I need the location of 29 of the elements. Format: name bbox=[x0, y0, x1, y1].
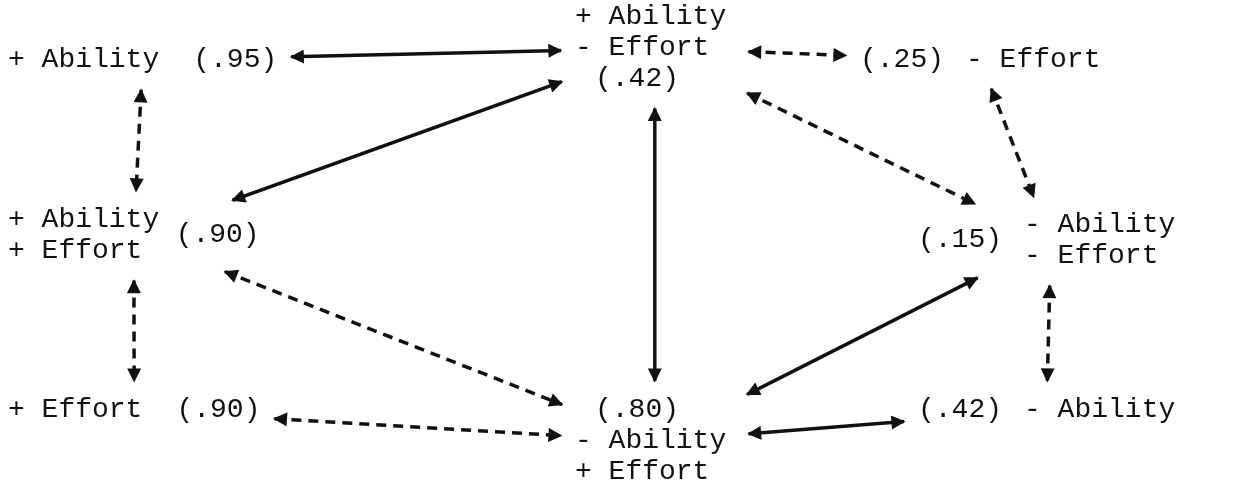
node-label: + Effort bbox=[8, 395, 143, 426]
dashed-double-arrow bbox=[989, 87, 1036, 199]
node-label: (.25) bbox=[860, 45, 944, 76]
dashed-double-arrow bbox=[747, 45, 848, 62]
double-arrow bbox=[231, 79, 564, 203]
double-arrow bbox=[745, 276, 979, 397]
node-label: (.80) bbox=[594, 395, 679, 426]
node-label: (.42) bbox=[918, 395, 1002, 426]
dashed-double-arrow bbox=[129, 88, 148, 193]
dashed-double-arrow bbox=[273, 412, 563, 442]
node-value: - Ability + Effort bbox=[575, 425, 728, 488]
node-value: - Effort bbox=[966, 45, 1101, 76]
node-value: (.90) bbox=[175, 220, 260, 252]
node-value: (.42) bbox=[594, 63, 679, 95]
dashed-double-arrow bbox=[745, 91, 977, 206]
node-label: + Ability bbox=[8, 45, 160, 76]
node-label: + Ability - Effort bbox=[575, 2, 728, 64]
node-value: - Ability bbox=[1024, 395, 1176, 426]
node-value: (.90) bbox=[176, 395, 261, 426]
dashed-double-arrow bbox=[223, 269, 564, 407]
double-arrow bbox=[289, 43, 563, 64]
double-arrow bbox=[647, 107, 662, 383]
node-value: - Ability - Effort bbox=[1024, 210, 1177, 272]
node-value: (.95) bbox=[193, 45, 278, 76]
dashed-double-arrow bbox=[1040, 284, 1057, 383]
node-label: + Ability + Effort bbox=[8, 205, 161, 267]
node-label: (.15) bbox=[918, 225, 1002, 257]
double-arrow bbox=[747, 415, 906, 440]
dashed-double-arrow bbox=[126, 279, 142, 383]
